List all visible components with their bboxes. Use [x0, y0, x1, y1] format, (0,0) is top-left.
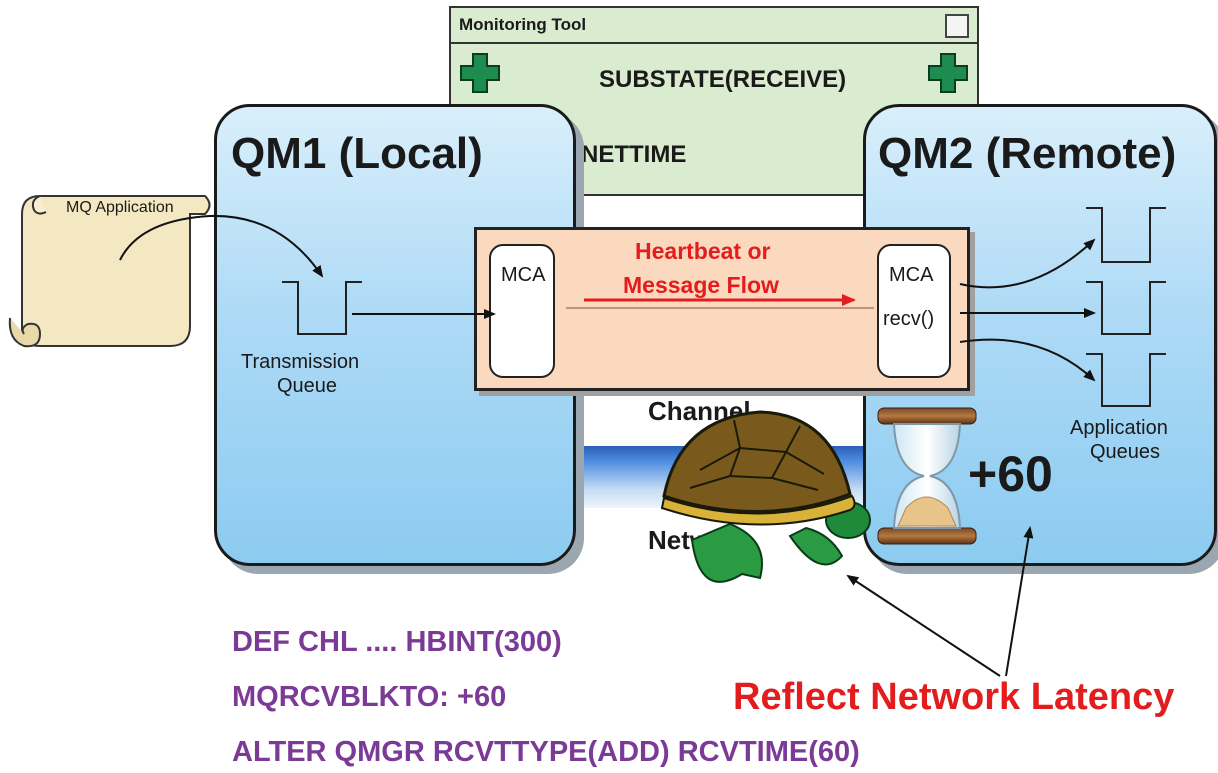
command-line: ALTER QMGR RCVTTYPE(ADD) RCVTIME(60) [232, 736, 860, 768]
mq-application-scroll: MQ Application [8, 195, 211, 348]
reflect-latency-label: Reflect Network Latency [733, 676, 1175, 718]
flow-label-line2: Message Flow [623, 272, 779, 298]
recv-label: recv() [883, 308, 935, 330]
plus-icon [928, 53, 968, 93]
transmission-queue-label: Queue [277, 375, 338, 397]
transmission-queue-label: Transmission [241, 351, 360, 373]
command-line: DEF CHL .... HBINT(300) [232, 626, 562, 658]
reflect-latency-clip: Reflect Network Latency [733, 676, 1218, 726]
mca-right: MCA recv() [877, 244, 951, 378]
hourglass-icon [877, 407, 977, 545]
application-queues-label: Application [1070, 417, 1168, 439]
qm2-title: QM2 (Remote) [878, 129, 1177, 178]
qm1-title: QM1 (Local) [231, 129, 483, 178]
window-maximize-icon[interactable] [945, 14, 969, 38]
substate-label: SUBSTATE(RECEIVE) [599, 66, 847, 93]
plus-icon [460, 53, 500, 93]
wait-seconds-label: +60 [968, 446, 1053, 502]
application-queue-icon [1086, 207, 1166, 263]
flow-label-line1: Heartbeat or [635, 238, 771, 264]
application-queue-icon [1086, 281, 1166, 335]
mca-left: MCA [489, 244, 555, 378]
monitoring-tool-titlebar: Monitoring Tool [451, 8, 977, 44]
nettime-label: NETTIME [581, 141, 687, 168]
mca-left-label: MCA [501, 264, 546, 286]
mq-application-label: MQ Application [66, 199, 174, 216]
channel-box: MCA MCA recv() Heartbeat or Message Flow [474, 227, 970, 391]
transmission-queue-icon [282, 281, 362, 335]
monitoring-tool-title: Monitoring Tool [459, 15, 587, 34]
application-queues-label: Queues [1090, 441, 1161, 463]
application-queue-icon [1086, 353, 1166, 407]
mca-right-label: MCA [889, 264, 934, 286]
turtle-icon [660, 410, 871, 583]
command-line: MQRCVBLKTO: +60 [232, 681, 507, 713]
